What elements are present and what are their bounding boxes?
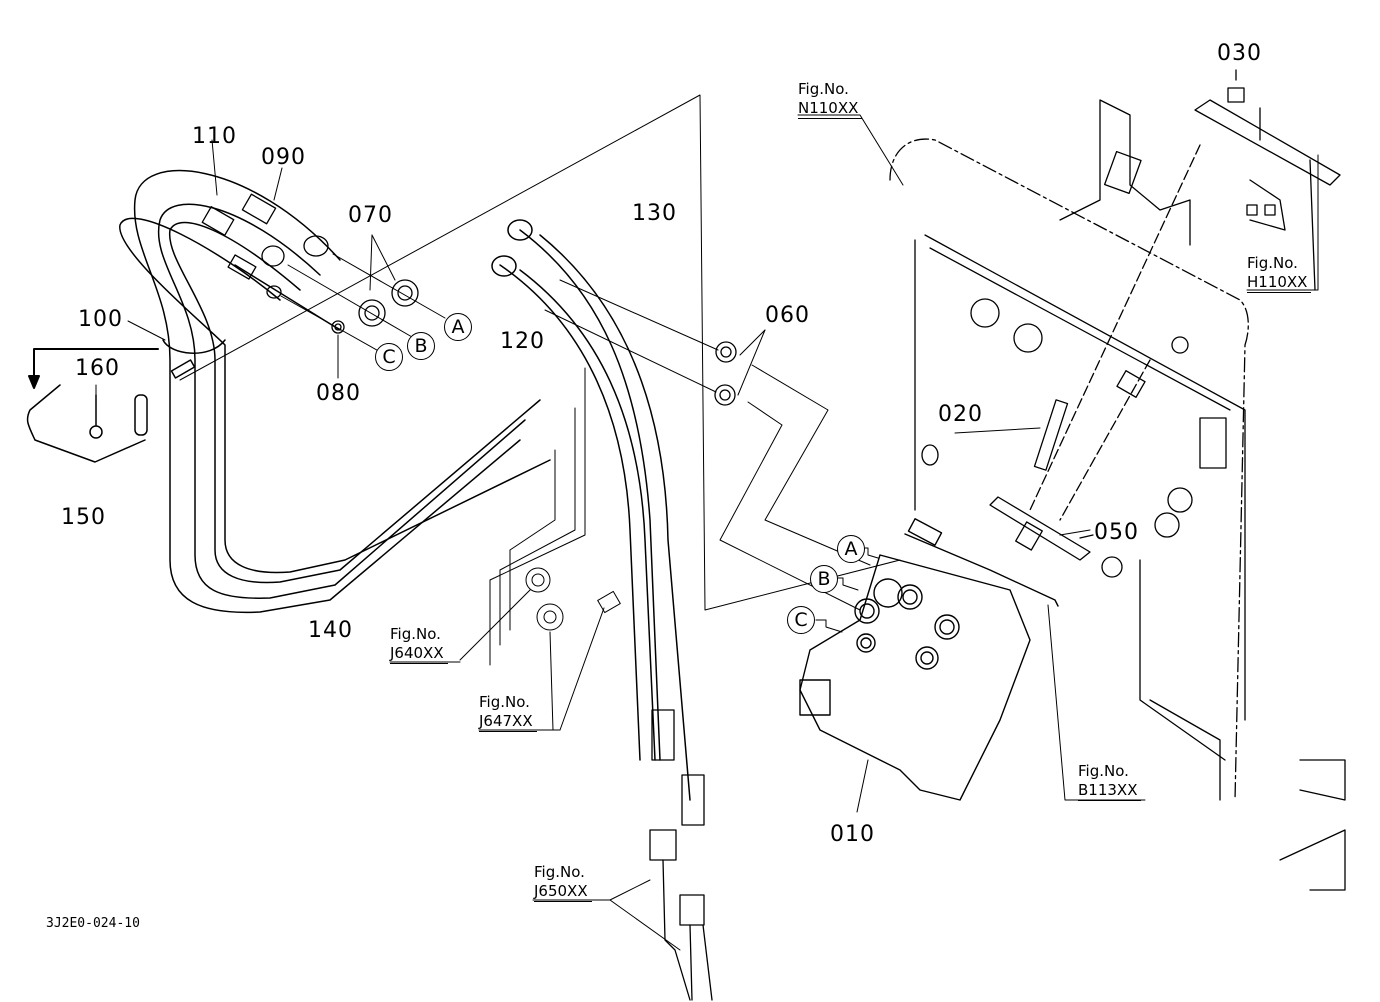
fig-ref-line2: J647XX: [479, 712, 537, 732]
fitting-060: [714, 341, 737, 406]
fig-ref-line2: H110XX: [1247, 273, 1312, 293]
hose-bundle-140: [119, 169, 551, 614]
part-label-070: 070: [348, 203, 393, 228]
part-label-020: 020: [938, 402, 983, 427]
marker-a-left: A: [444, 313, 472, 341]
marker-c-valve: C: [787, 606, 815, 634]
marker-b-valve: B: [810, 565, 838, 593]
projection-panel-outline: [179, 94, 901, 611]
valve-010: [799, 518, 1059, 801]
fig-ref-line1: Fig.No.: [390, 625, 441, 643]
fig-ref-line1: Fig.No.: [1078, 762, 1129, 780]
marker-b-left: B: [407, 332, 435, 360]
part-label-140: 140: [308, 618, 353, 643]
fig-ref-line2: N110XX: [798, 99, 863, 119]
fig-ref-b113xx: Fig.No. B113XX: [1078, 762, 1142, 801]
plate-030: [1194, 69, 1341, 291]
part-label-160: 160: [75, 356, 120, 381]
fig-ref-j647xx: Fig.No. J647XX: [479, 693, 537, 732]
leaders-060: [544, 279, 871, 611]
leader-lines-left: [95, 139, 446, 421]
fig-ref-j640xx: Fig.No. J640XX: [390, 625, 448, 664]
union-070: [358, 279, 419, 327]
part-label-030: 030: [1217, 41, 1262, 66]
fig-ref-line2: B113XX: [1078, 781, 1142, 801]
part-label-120: 120: [500, 329, 545, 354]
hose-end-fittings-left: [201, 193, 329, 299]
j640-frames: [489, 367, 621, 666]
fig-ref-line2: J650XX: [534, 882, 592, 902]
part-label-130: 130: [632, 201, 677, 226]
part-label-150: 150: [61, 505, 106, 530]
column-shaft-020: [1029, 144, 1201, 521]
drawing-code: 3J2E0-024-10: [46, 916, 140, 931]
fig-ref-line1: Fig.No.: [1247, 254, 1298, 272]
plate-050: [989, 496, 1094, 561]
fig-ref-line1: Fig.No.: [534, 863, 585, 881]
fig-ref-line1: Fig.No.: [479, 693, 530, 711]
hose-120-130: [491, 219, 691, 801]
part-label-050: 050: [1094, 520, 1139, 545]
fig-ref-line2: J640XX: [390, 644, 448, 664]
hose-bottom-fittings: [649, 709, 713, 1001]
arrow-pointer: [28, 348, 159, 389]
fig-ref-line1: Fig.No.: [798, 80, 849, 98]
leaders-fig-refs: [389, 114, 1319, 901]
clamp-100: [162, 339, 226, 379]
part-label-080: 080: [316, 381, 361, 406]
part-label-100: 100: [78, 307, 123, 332]
fig-ref-n110xx: Fig.No. N110XX: [798, 80, 863, 119]
marker-a-valve: A: [837, 535, 865, 563]
part-label-060: 060: [765, 303, 810, 328]
fig-ref-h110xx: Fig.No. H110XX: [1247, 254, 1312, 293]
steering-frame: [889, 99, 1346, 891]
part-label-110: 110: [192, 124, 237, 149]
part-label-010: 010: [830, 822, 875, 847]
bracket-150: [26, 384, 148, 463]
fig-ref-j650xx: Fig.No. J650XX: [534, 863, 592, 902]
marker-c-left: C: [375, 343, 403, 371]
part-label-090: 090: [261, 145, 306, 170]
leaders-j6xx: [459, 589, 681, 951]
